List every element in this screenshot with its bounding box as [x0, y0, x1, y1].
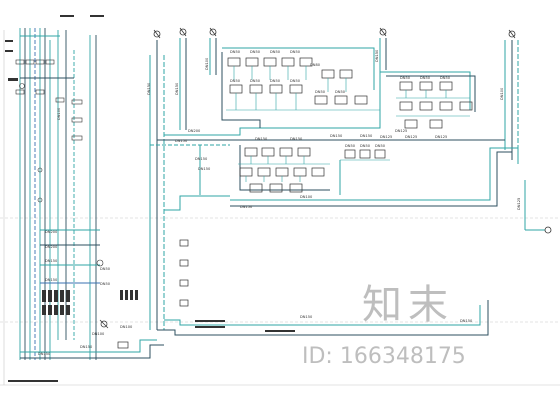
- left-equipment-blocks: [42, 290, 138, 315]
- dn-label: DN50: [335, 90, 346, 94]
- dn-label: DN50: [270, 50, 281, 54]
- dn-label: DN200: [45, 245, 58, 249]
- annotation-marks: [5, 15, 295, 382]
- dn-label: DN50: [315, 90, 326, 94]
- middle-equipment-cluster: [239, 147, 386, 193]
- dn-label: DN50: [440, 76, 451, 80]
- dn-label: DN150: [300, 315, 313, 319]
- upper-equipment-cluster: [227, 57, 473, 129]
- watermark: 知末 ID: 166348175: [302, 282, 466, 369]
- dn-label: DN50: [420, 76, 431, 80]
- dn-label: DN50: [270, 79, 281, 83]
- dn-label: DN150: [175, 139, 188, 143]
- dn-label: DN200: [188, 129, 201, 133]
- dn-label: DN150: [290, 137, 303, 141]
- dn-label: DN150: [360, 134, 373, 138]
- dn-label: DN125: [517, 198, 521, 210]
- central-risers: [149, 38, 545, 330]
- dn-label: DN50: [100, 282, 111, 286]
- dn-label: DN50: [250, 79, 261, 83]
- dn-label: DN100: [300, 195, 313, 199]
- dn-label: DN150: [330, 134, 343, 138]
- dn-label: DN150: [255, 137, 268, 141]
- dn-label: DN100: [92, 332, 105, 336]
- dn-label: DN150: [175, 82, 179, 95]
- dn-label: DN150: [147, 82, 151, 95]
- dn-label: DN150: [80, 345, 93, 349]
- dn-label: DN80: [310, 63, 321, 67]
- dn-label: DN50: [345, 144, 356, 148]
- dn-label: DN100: [57, 107, 61, 120]
- dn-label: DN50: [375, 144, 386, 148]
- dn-label: DN150: [45, 259, 58, 263]
- dn-label: DN100: [205, 57, 209, 70]
- dn-label: DN150: [38, 352, 51, 356]
- dn-label: DN50: [290, 79, 301, 83]
- watermark-brand: 知末: [362, 282, 454, 328]
- main-loops: [110, 47, 519, 359]
- dn-label: DN150: [198, 167, 211, 171]
- dn-label: DN125: [380, 135, 392, 139]
- dn-label: DN50: [400, 76, 411, 80]
- dn-label: DN150: [460, 319, 473, 323]
- dn-label: DN50: [250, 50, 261, 54]
- drawing-frame: [0, 30, 560, 386]
- dn-label: DN125: [435, 135, 447, 139]
- dn-label: DN50: [100, 267, 111, 271]
- lower-fittings: [99, 239, 189, 349]
- dn-label: DN100: [500, 87, 504, 100]
- riser-cap-icons: [153, 27, 552, 234]
- dn-label: DN50: [360, 144, 371, 148]
- left-riser-bundle: [19, 28, 120, 360]
- dn-label: DN150: [195, 157, 208, 161]
- branch-connectors: [226, 66, 470, 182]
- dn-label: DN50: [290, 50, 301, 54]
- dn-label: DN125: [395, 129, 407, 133]
- dn-label: DN150: [375, 49, 379, 62]
- dn-label: DN150: [45, 278, 58, 282]
- dn-labels: DN150 DN150 DN100 DN150 DN100 DN100 DN50…: [38, 49, 521, 356]
- dn-label: DN150: [240, 205, 253, 209]
- left-valve-symbols: [15, 59, 104, 267]
- dn-label: DN125: [405, 135, 417, 139]
- dn-label: DN100: [120, 325, 133, 329]
- dn-label: DN50: [230, 79, 241, 83]
- dn-label: DN200: [45, 230, 58, 234]
- watermark-id: ID: 166348175: [302, 344, 466, 369]
- dn-label: DN50: [230, 50, 241, 54]
